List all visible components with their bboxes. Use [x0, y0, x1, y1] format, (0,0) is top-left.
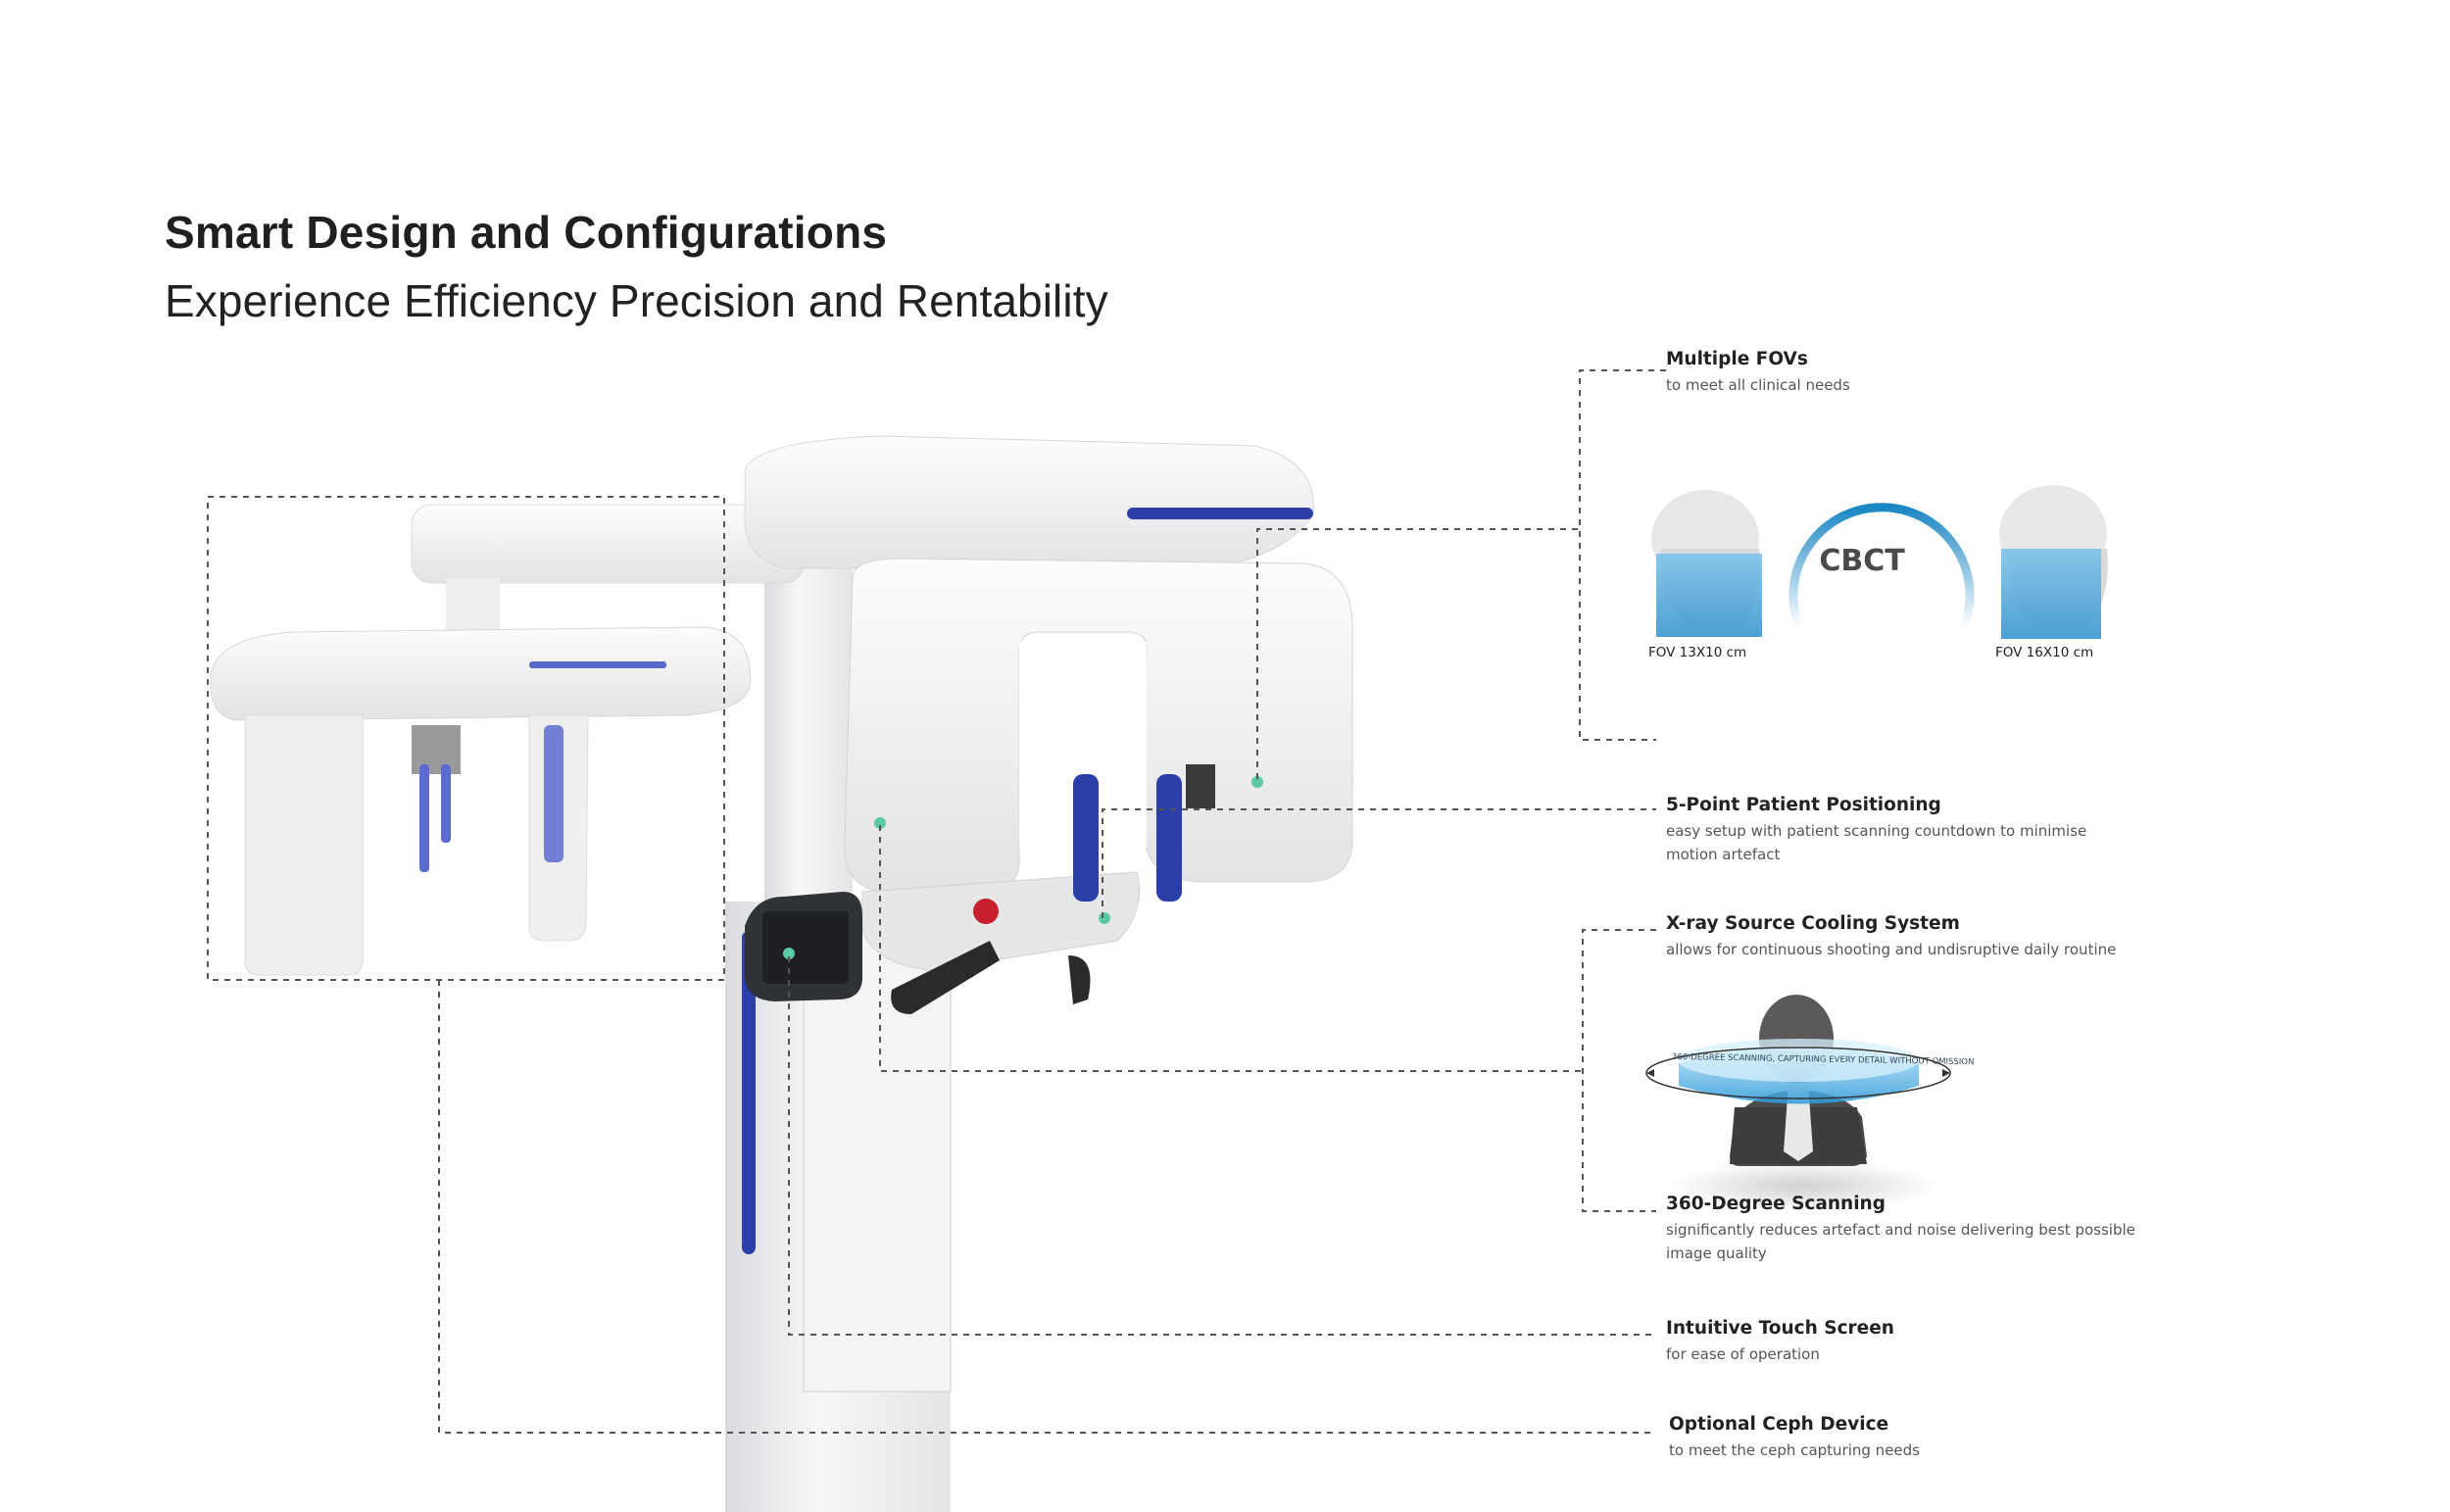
feature-360-scanning: 360-Degree Scanning significantly reduce… — [1666, 1193, 2215, 1265]
feature-cooling-system: X-ray Source Cooling System allows for c… — [1666, 912, 2215, 961]
feature-desc: significantly reduces artefact and noise… — [1666, 1221, 2135, 1239]
page-title: Smart Design and Configurations — [165, 207, 888, 258]
feature-title: Optional Ceph Device — [1669, 1414, 1889, 1435]
feature-desc-line2: motion artefact — [1666, 846, 1781, 863]
fov-16x10-label: FOV 16X10 cm — [1995, 645, 2094, 660]
feature-title: Multiple FOVs — [1666, 349, 1808, 369]
fov-graphic — [1651, 485, 2108, 639]
feature-desc: allows for continuous shooting and undis… — [1666, 941, 2117, 958]
feature-desc: easy setup with patient scanning countdo… — [1666, 822, 2087, 840]
feature-desc: for ease of operation — [1666, 1345, 1820, 1363]
scan-360-graphic — [1645, 995, 1951, 1211]
leader-lines — [207, 369, 1666, 1434]
feature-desc: to meet the ceph capturing needs — [1669, 1441, 1920, 1459]
feature-title: 360-Degree Scanning — [1666, 1194, 1886, 1214]
feature-touch-screen: Intuitive Touch Screen for ease of opera… — [1666, 1317, 2215, 1366]
feature-title: X-ray Source Cooling System — [1666, 913, 1960, 934]
feature-desc-line2: image quality — [1666, 1244, 1767, 1262]
fov-13x10-label: FOV 13X10 cm — [1648, 645, 1747, 660]
gantry-head — [744, 435, 1353, 1014]
feature-5-point-positioning: 5-Point Patient Positioning easy setup w… — [1666, 794, 2215, 866]
feature-multiple-fovs: Multiple FOVs to meet all clinical needs — [1666, 348, 2215, 397]
feature-title: Intuitive Touch Screen — [1666, 1318, 1894, 1339]
ceph-device — [210, 504, 805, 976]
page-subtitle: Experience Efficiency Precision and Rent… — [165, 275, 1108, 326]
skull-13x10-icon — [1651, 490, 1762, 637]
feature-desc: to meet all clinical needs — [1666, 376, 1850, 394]
hotspot-markers — [783, 776, 1263, 959]
feature-ceph-device: Optional Ceph Device to meet the ceph ca… — [1669, 1413, 2218, 1462]
cbct-label: CBCT — [1819, 544, 1905, 578]
feature-title: 5-Point Patient Positioning — [1666, 795, 1941, 815]
skull-16x10-icon — [1999, 485, 2108, 639]
